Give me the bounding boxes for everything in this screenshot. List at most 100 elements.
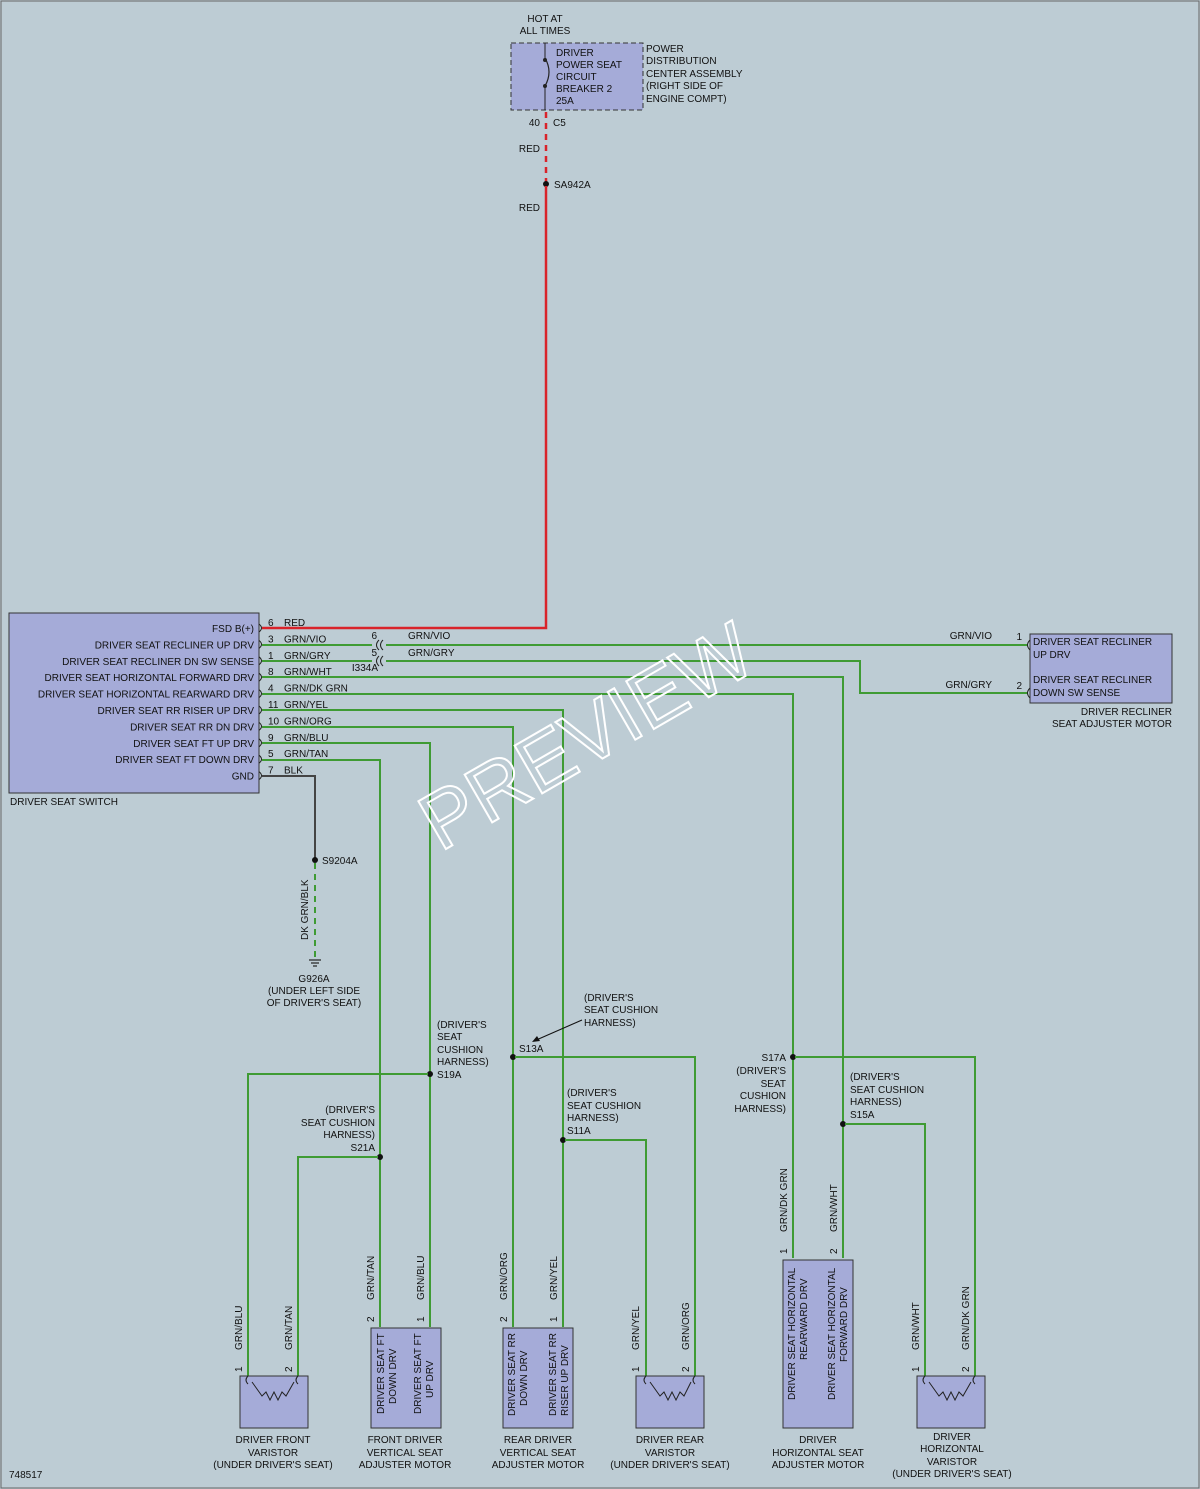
switch-wire-label: GRN/WHT: [284, 667, 332, 678]
splice-dot: [543, 181, 549, 187]
switch-pin-label: DRIVER SEAT RR DN DRV: [130, 722, 254, 733]
svg-text:2: 2: [681, 1366, 692, 1372]
svg-text:DRIVER SEAT HORIZONTAL: DRIVER SEAT HORIZONTAL: [827, 1267, 838, 1400]
pin-terminal: [258, 771, 262, 780]
connector-c5: C5: [553, 118, 566, 129]
svg-text:GRN/WHT: GRN/WHT: [829, 1184, 840, 1232]
svg-text:CUSHION: CUSHION: [437, 1045, 483, 1056]
svg-text:GRN/YEL: GRN/YEL: [631, 1306, 642, 1350]
switch-wire-label: GRN/GRY: [284, 651, 331, 662]
svg-text:2: 2: [499, 1316, 510, 1322]
wire-blk: [262, 775, 316, 858]
svg-text:1: 1: [416, 1316, 427, 1322]
switch-pin-label: DRIVER SEAT RECLINER DN SW SENSE: [62, 657, 254, 668]
splice-s13a: (DRIVER'S SEAT CUSHION HARNESS) S13A: [510, 993, 696, 1378]
breaker-line: 25A: [556, 96, 574, 107]
switch-pin-number: 7: [268, 766, 274, 777]
switch-wire-label: GRN/TAN: [284, 749, 328, 760]
switch-pin-number: 3: [268, 634, 274, 645]
recliner-motor: 1 2 GRN/VIO GRN/GRY DRIVER SEAT RECLINER…: [946, 631, 1173, 730]
switch-pin-label: FSD B(+): [212, 624, 254, 635]
svg-text:1: 1: [631, 1366, 642, 1372]
svg-text:GRN/DK GRN: GRN/DK GRN: [779, 1168, 790, 1232]
svg-text:(UNDER DRIVER'S SEAT): (UNDER DRIVER'S SEAT): [213, 1460, 333, 1471]
wire-grn-dk-grn: [262, 693, 794, 1258]
switch-pin-label: DRIVER SEAT RR RISER UP DRV: [97, 706, 254, 717]
splice-s17a: S17A (DRIVER'S SEAT CUSHION HARNESS): [734, 1053, 976, 1378]
svg-text:CUSHION: CUSHION: [740, 1091, 786, 1102]
wire-grn-gry: [262, 660, 1028, 694]
red-wire: [262, 186, 548, 630]
wire-label-red: RED: [519, 203, 540, 214]
svg-text:HORIZONTAL SEAT: HORIZONTAL SEAT: [772, 1448, 864, 1459]
svg-text:POWER: POWER: [646, 44, 684, 55]
svg-text:DRIVER SEAT RECLINER: DRIVER SEAT RECLINER: [1033, 675, 1152, 686]
svg-text:GRN/BLU: GRN/BLU: [234, 1306, 245, 1350]
splice-s15a: (DRIVER'S SEAT CUSHION HARNESS) S15A: [840, 1072, 926, 1378]
switch-pin-label: DRIVER SEAT FT UP DRV: [133, 739, 254, 750]
svg-text:1: 1: [234, 1366, 245, 1372]
svg-text:1: 1: [779, 1248, 790, 1254]
pdc-label: POWER DISTRIBUTION CENTER ASSEMBLY (RIGH…: [646, 44, 743, 105]
switch-wire-label: GRN/VIO: [284, 634, 326, 645]
svg-text:SEAT CUSHION: SEAT CUSHION: [850, 1085, 924, 1096]
svg-text:VERTICAL SEAT: VERTICAL SEAT: [500, 1448, 577, 1459]
front-vertical-motor: GRN/TAN GRN/BLU 2 1 DRIVER SEAT FT DOWN …: [359, 1256, 452, 1471]
switch-pin-number: 9: [268, 733, 274, 744]
svg-text:ADJUSTER MOTOR: ADJUSTER MOTOR: [492, 1460, 585, 1471]
svg-text:GRN/VIO: GRN/VIO: [950, 631, 992, 642]
svg-text:DRIVER RECLINER: DRIVER RECLINER: [1081, 707, 1172, 718]
svg-text:HARNESS): HARNESS): [567, 1113, 619, 1124]
svg-text:HARNESS): HARNESS): [734, 1104, 786, 1115]
svg-text:GRN/ORG: GRN/ORG: [499, 1252, 510, 1300]
svg-text:SEAT ADJUSTER MOTOR: SEAT ADJUSTER MOTOR: [1052, 719, 1172, 730]
svg-text:DOWN SW SENSE: DOWN SW SENSE: [1033, 688, 1121, 699]
svg-text:ADJUSTER MOTOR: ADJUSTER MOTOR: [772, 1460, 865, 1471]
svg-text:GRN/ORG: GRN/ORG: [681, 1302, 692, 1350]
svg-text:S11A: S11A: [567, 1126, 591, 1137]
svg-text:(RIGHT SIDE OF: (RIGHT SIDE OF: [646, 81, 723, 92]
svg-text:DRIVER: DRIVER: [933, 1432, 971, 1443]
svg-text:DRIVER REAR: DRIVER REAR: [636, 1435, 704, 1446]
pin-terminal: [258, 754, 262, 764]
svg-text:(DRIVER'S: (DRIVER'S: [567, 1088, 617, 1099]
svg-text:UP DRV: UP DRV: [1033, 650, 1071, 661]
ground-location: OF DRIVER'S SEAT): [267, 998, 362, 1009]
svg-text:2: 2: [284, 1366, 295, 1372]
svg-text:REAR DRIVER: REAR DRIVER: [504, 1435, 572, 1446]
svg-text:2: 2: [961, 1366, 972, 1372]
pin-terminal: [258, 689, 262, 698]
svg-text:2: 2: [366, 1316, 377, 1322]
switch-pin-label: DRIVER SEAT FT DOWN DRV: [115, 755, 254, 766]
svg-text:SEAT: SEAT: [761, 1079, 786, 1090]
svg-text:DRIVER SEAT RECLINER: DRIVER SEAT RECLINER: [1033, 637, 1152, 648]
breaker-line: BREAKER 2: [556, 84, 613, 95]
switch-wire-label: GRN/YEL: [284, 700, 328, 711]
hot-at-label: HOT AT: [527, 14, 562, 25]
switch-wire-label: GRN/ORG: [284, 716, 332, 727]
svg-text:1: 1: [549, 1316, 560, 1322]
wire-grn-yel: [262, 709, 564, 1327]
switch-wire-label: GRN/BLU: [284, 733, 328, 744]
svg-text:UP DRV: UP DRV: [425, 1360, 436, 1398]
wire-grn-blu: [262, 742, 431, 1327]
svg-text:VARISTOR: VARISTOR: [248, 1448, 298, 1459]
svg-text:DRIVER SEAT FT: DRIVER SEAT FT: [413, 1333, 424, 1414]
svg-text:VARISTOR: VARISTOR: [645, 1448, 695, 1459]
svg-text:DRIVER FRONT: DRIVER FRONT: [236, 1435, 311, 1446]
pin-terminal: [258, 738, 262, 748]
all-times-label: ALL TIMES: [520, 26, 571, 37]
svg-text:DOWN DRV: DOWN DRV: [519, 1350, 530, 1406]
pin-terminal: [258, 672, 262, 682]
svg-text:(DRIVER'S: (DRIVER'S: [584, 993, 634, 1004]
svg-text:I334A: I334A: [352, 663, 378, 674]
switch-wire-label: GRN/DK GRN: [284, 684, 348, 695]
svg-text:GRN/GRY: GRN/GRY: [946, 680, 993, 691]
svg-text:S19A: S19A: [437, 1070, 462, 1081]
ground-g926a: G926A: [298, 974, 329, 985]
ground-location: (UNDER LEFT SIDE: [268, 986, 360, 997]
svg-text:GRN/WHT: GRN/WHT: [911, 1302, 922, 1350]
wire-grn-tan: [262, 759, 381, 1327]
svg-text:(DRIVER'S: (DRIVER'S: [325, 1105, 375, 1116]
